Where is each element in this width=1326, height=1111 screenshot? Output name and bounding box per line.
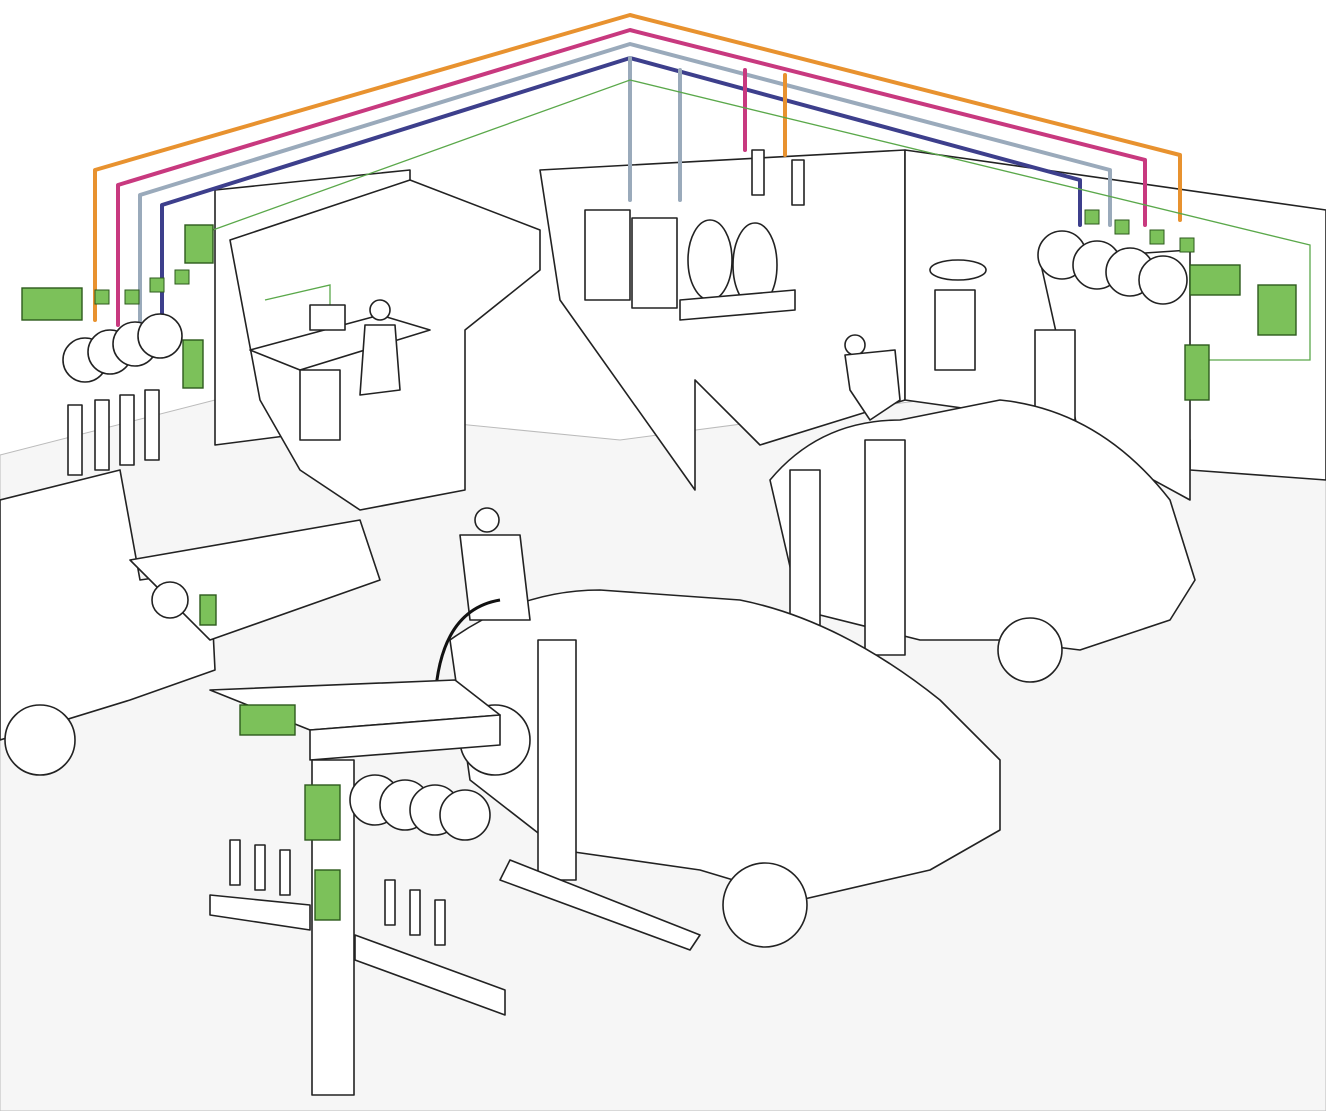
wheel (4, 704, 76, 776)
terminal-unit (314, 869, 341, 921)
laptop (309, 304, 346, 331)
oil-drainer (929, 259, 987, 371)
drip-tray (354, 934, 506, 1016)
drum-rack (679, 289, 796, 321)
mechanic (474, 507, 500, 533)
lift-column (864, 439, 906, 656)
meter-nozzles (67, 389, 160, 476)
hose-reels (62, 313, 183, 383)
hose-reels (1037, 230, 1188, 305)
lift-column (537, 639, 577, 881)
right-hose-reel-station (1034, 209, 1297, 501)
solenoid-valves (94, 269, 190, 305)
service-pit (129, 519, 381, 641)
terminal-unit (1184, 344, 1210, 401)
lift-arm (499, 859, 701, 951)
fluid-storage (584, 149, 805, 321)
wheel (997, 617, 1063, 683)
drip-tray (209, 894, 311, 931)
office-worker (369, 299, 391, 321)
pipe-network (93, 13, 1311, 361)
junction-box (184, 224, 214, 264)
office-signal-cable (264, 284, 331, 310)
pump (751, 149, 765, 196)
storage-tank (584, 209, 631, 301)
control-display-unit (21, 287, 83, 321)
oil-drum (687, 219, 733, 301)
pit-hose-reel (151, 581, 189, 619)
lift-column (789, 469, 821, 636)
junction-box (1257, 284, 1297, 336)
mechanic (844, 334, 866, 356)
green-signal-cable (184, 79, 1311, 361)
office-desk (249, 299, 431, 441)
wheel (722, 862, 808, 948)
storage-tank (631, 217, 678, 309)
meter-nozzles (229, 839, 446, 946)
magenta-fluid-pipe (116, 28, 1147, 327)
solenoid-valves (1084, 209, 1195, 253)
lift-column (1034, 329, 1076, 421)
gantry-dispensing-station (209, 679, 506, 1096)
hose-reels (349, 774, 491, 841)
control-display-unit (1189, 264, 1241, 296)
pit-terminal (199, 594, 217, 626)
pump (791, 159, 805, 206)
van (0, 469, 381, 776)
orange-fluid-pipe (93, 13, 1182, 322)
control-display-unit (239, 704, 296, 736)
left-hose-reel-station (21, 224, 214, 476)
junction-box (304, 784, 341, 841)
terminal-unit (182, 339, 204, 389)
grey-air-pipe (138, 42, 1112, 327)
hatchback-car-on-lift (769, 334, 1196, 683)
